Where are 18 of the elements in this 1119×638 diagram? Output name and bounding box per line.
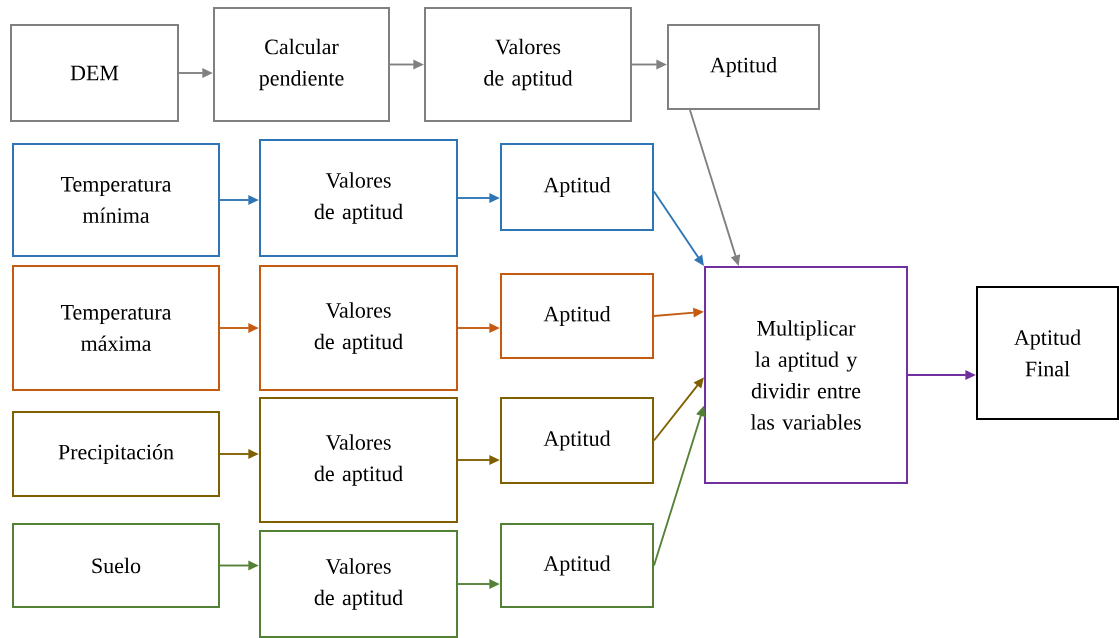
process-box: Aptitud [500,143,654,231]
process-box: Aptitud [500,273,654,359]
process-box: Aptitud [667,24,820,110]
process-box: Valores de aptitud [259,397,458,523]
process-box: Valores de aptitud [259,139,458,257]
process-box: Temperatura mínima [12,143,220,257]
process-box: Aptitud [500,397,654,484]
process-box: Aptitud Final [976,286,1119,420]
process-box: Suelo [12,523,220,608]
process-box: DEM [10,24,179,122]
process-box: Valores de aptitud [424,7,632,122]
process-box: Calcular pendiente [213,7,390,122]
process-box: Temperatura máxima [12,265,220,391]
process-box: Valores de aptitud [259,530,458,638]
process-box: Precipitación [12,411,220,497]
process-box: Valores de aptitud [259,265,458,391]
process-box: Multiplicar la aptitud y dividir entre las variables [704,266,908,484]
process-box: Aptitud [500,523,654,608]
